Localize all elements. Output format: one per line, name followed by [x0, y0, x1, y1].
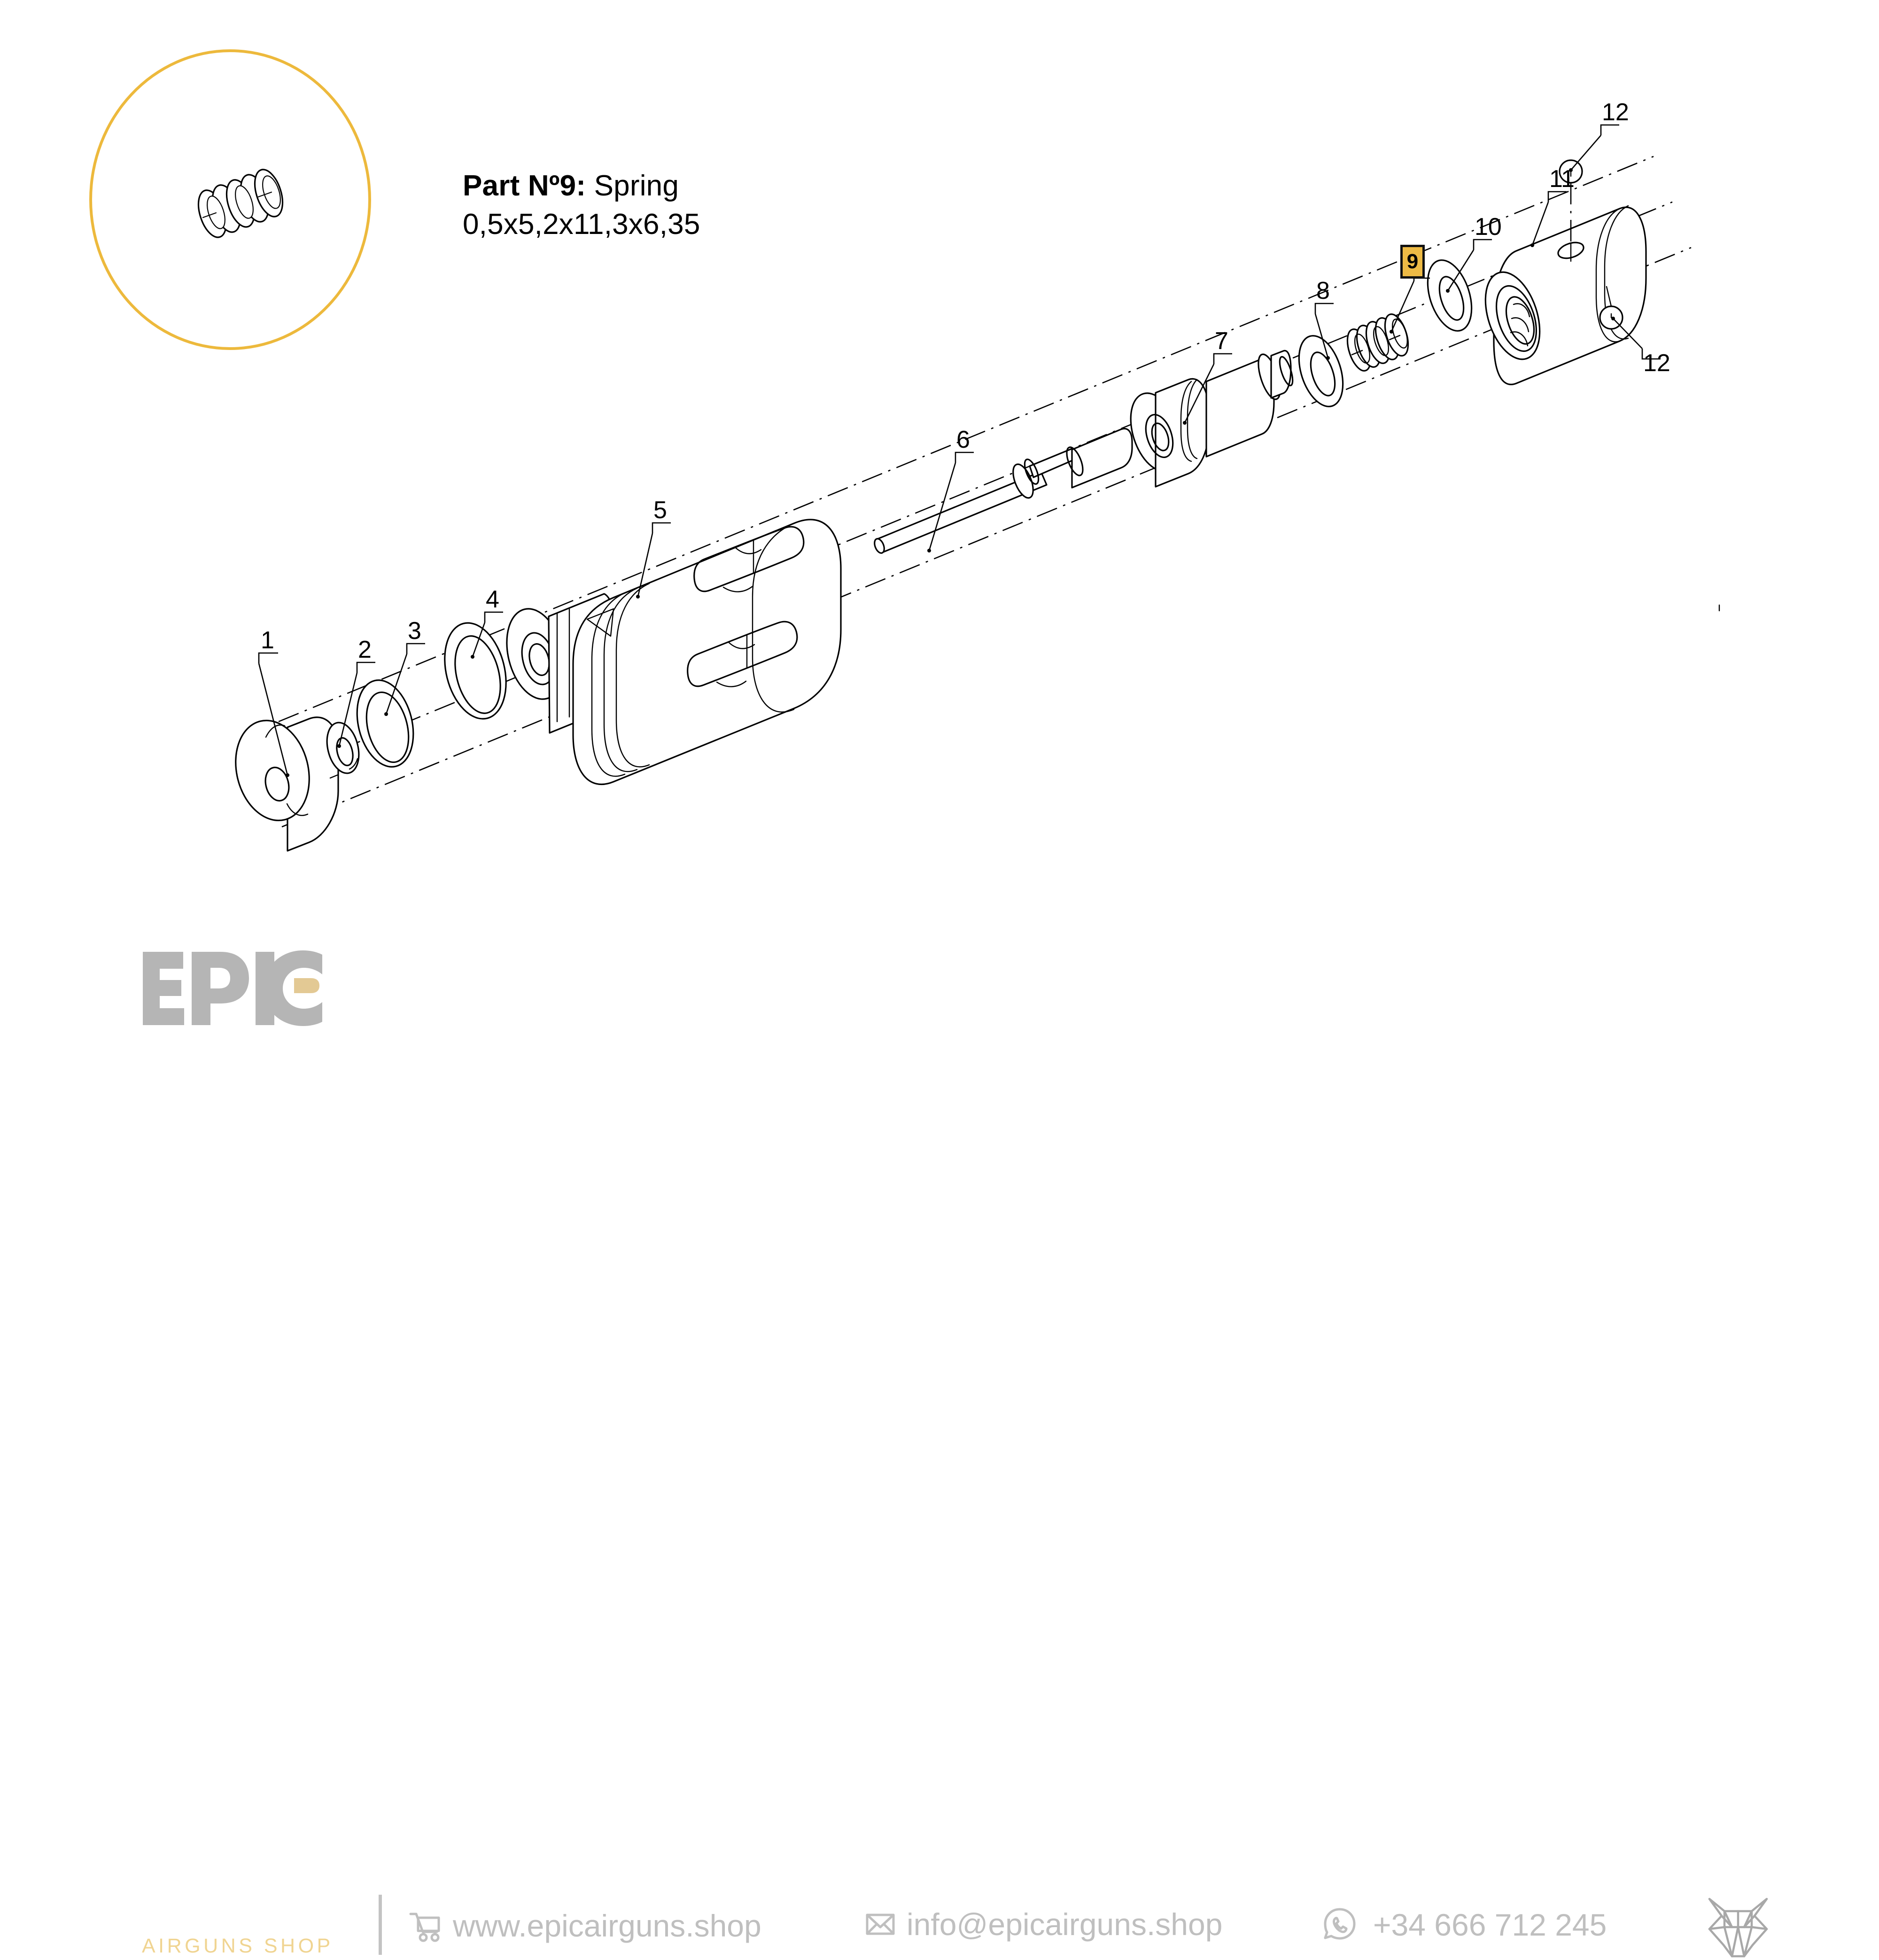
shopping-cart-icon	[409, 1913, 440, 1942]
footer-website-text: www.epicairguns.shop	[453, 1908, 761, 1943]
footer-divider	[379, 1895, 382, 1955]
callout-number-8: 8	[1316, 277, 1330, 304]
part-4-o-ring-large	[444, 622, 507, 720]
part-name: Spring	[594, 170, 679, 202]
callout-number-4: 4	[486, 586, 499, 613]
callout-number-10: 10	[1475, 213, 1502, 241]
epic-logo-subtitle: AIRGUNS SHOP	[142, 1935, 334, 1957]
footer-phone-text: +34 666 712 245	[1373, 1907, 1607, 1942]
drawing-sheet: .ln{fill:none;stroke:#000;stroke-width:3…	[0, 49, 1879, 1958]
exploded-view-drawing: .ln{fill:none;stroke:#000;stroke-width:3…	[235, 99, 1720, 852]
highlighted-part-badge-9[interactable]: 9	[1400, 245, 1425, 279]
centre-axis-lines	[244, 156, 1692, 828]
part-9-spring	[1346, 313, 1409, 372]
part-10-washer-ring	[1427, 259, 1473, 332]
footer-email-text: info@epicairguns.shop	[907, 1907, 1223, 1942]
callout-number-5: 5	[653, 497, 667, 524]
part-5-valve-body	[506, 519, 842, 785]
callout-number-1: 1	[261, 627, 274, 654]
callout-number-6: 6	[956, 426, 970, 453]
part-2-small-washer	[326, 722, 360, 774]
detail-view-circle	[89, 49, 371, 350]
callout-number-12-lower: 12	[1643, 350, 1670, 377]
whatsapp-icon	[1324, 1908, 1356, 1940]
detail-spring-illustration	[197, 169, 284, 238]
part-7-valve-poppet	[1130, 350, 1294, 488]
callout-number-7: 7	[1215, 327, 1228, 355]
callout-number-12-upper: 12	[1602, 99, 1629, 126]
callout-number-2: 2	[358, 636, 372, 663]
epic-logo	[143, 950, 322, 1026]
footer-website[interactable]: www.epicairguns.shop	[408, 1908, 761, 1943]
footer-email[interactable]: info@epicairguns.shop	[864, 1908, 1222, 1940]
callout-numbers: 1 2 3 4 5 6 7 8 10 11 12 12	[261, 99, 1670, 663]
part-heading: Part Nº9: Spring 0,5x5,2x11,3x6,35	[463, 167, 885, 244]
part-number-prefix: Part Nº9:	[463, 170, 586, 202]
part-heading-line-1: Part Nº9: Spring	[463, 167, 885, 205]
callout-number-11: 11	[1549, 165, 1575, 193]
part-6-valve-rod	[874, 428, 1133, 554]
part-dimensions: 0,5x5,2x11,3x6,35	[463, 208, 700, 241]
part-8-washer	[1298, 335, 1344, 407]
footer-phone[interactable]: +34 666 712 245	[1322, 1906, 1607, 1943]
part-3-o-ring	[356, 679, 414, 768]
envelope-icon	[866, 1913, 895, 1935]
part-11-end-cap-threaded	[1484, 205, 1647, 385]
callout-number-3: 3	[408, 617, 421, 645]
part-1-end-cap	[235, 716, 339, 852]
wolf-head-icon	[1708, 1898, 1768, 1958]
footer: AIRGUNS SHOP www.epicairguns.shop	[0, 935, 1879, 1958]
callout-leaders	[258, 124, 1661, 777]
